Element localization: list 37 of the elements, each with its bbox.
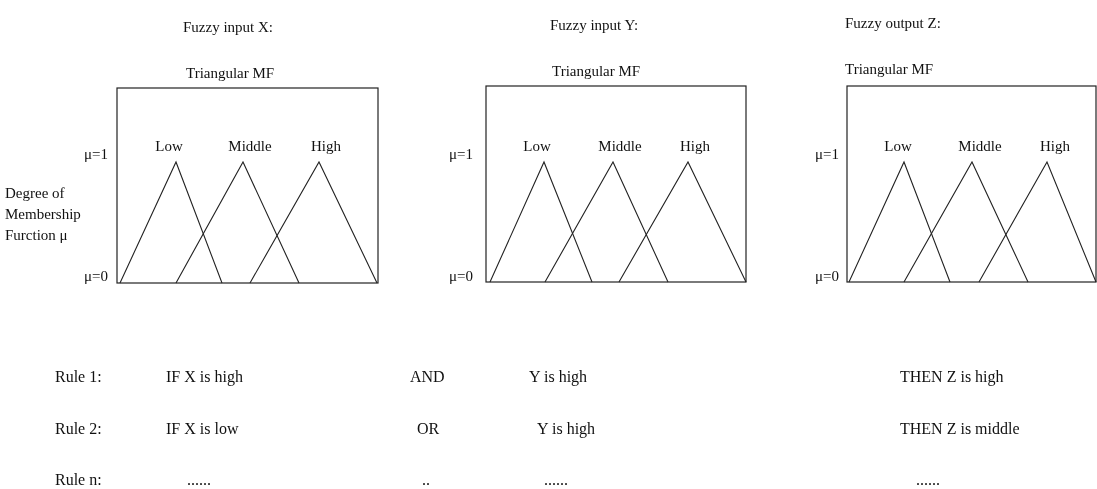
- panel-title: Fuzzy input X:: [183, 19, 273, 37]
- rule-text: ......: [544, 471, 568, 489]
- term-label: High: [680, 138, 710, 156]
- rule-text: AND: [410, 368, 445, 387]
- rule-text: THEN Z is high: [900, 368, 1004, 387]
- axis-value-label: μ=1: [815, 146, 839, 164]
- term-label: Low: [155, 138, 183, 156]
- panel-subtitle: Triangular MF: [845, 61, 934, 79]
- rule-text: Rule 1:: [55, 368, 102, 387]
- axis-value-label: μ=1: [84, 146, 108, 164]
- term-label: Low: [884, 138, 912, 156]
- rule-text: ......: [916, 471, 940, 489]
- rule-text: ..: [422, 471, 430, 489]
- rule-text: ......: [187, 471, 211, 489]
- rule-text: Rule n:: [55, 471, 102, 489]
- rule-text: THEN Z is middle: [900, 420, 1020, 439]
- axis-value-label: μ=0: [449, 268, 473, 286]
- term-label: Middle: [598, 138, 642, 156]
- rule-text: IF X is low: [166, 420, 239, 439]
- term-label: High: [1040, 138, 1070, 156]
- panel-title: Fuzzy input Y:: [550, 17, 639, 35]
- axis-value-label: μ=0: [84, 268, 108, 286]
- panel-subtitle: Triangular MF: [552, 63, 641, 81]
- rule-text: IF X is high: [166, 368, 243, 387]
- panel-subtitle: Triangular MF: [186, 65, 275, 83]
- axis-title: Degree of Membership Furction μ: [5, 184, 82, 245]
- rule-text: Y is high: [537, 420, 596, 439]
- rule-text: Y is high: [529, 368, 588, 387]
- term-label: Middle: [228, 138, 272, 156]
- axis-value-label: μ=1: [449, 146, 473, 164]
- rule-text: OR: [417, 420, 440, 439]
- term-label: Middle: [958, 138, 1002, 156]
- axis-value-label: μ=0: [815, 268, 839, 286]
- rule-text: Rule 2:: [55, 420, 102, 439]
- term-label: High: [311, 138, 341, 156]
- panel-title: Fuzzy output Z:: [845, 15, 941, 33]
- term-label: Low: [523, 138, 551, 156]
